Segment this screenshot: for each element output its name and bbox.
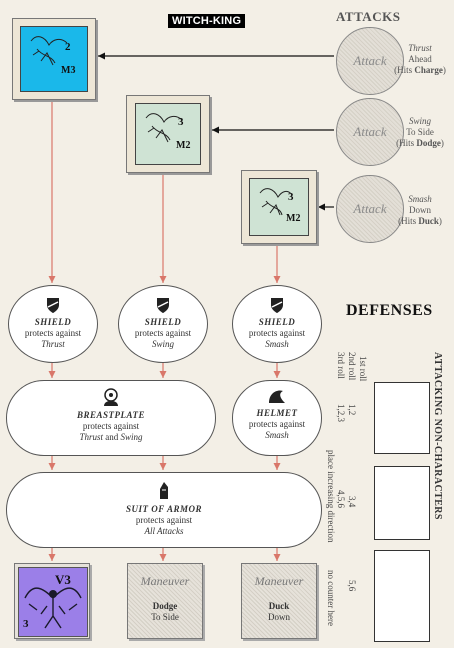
defenses-heading: DEFENSES [346, 302, 433, 319]
attacks-heading: ATTACKS [336, 9, 401, 24]
helmet[interactable]: HELMET protects against Smash [232, 380, 322, 456]
attack-swing[interactable]: Attack [336, 98, 404, 166]
counter-strength: 2 [65, 41, 71, 53]
side-note-2: no counter here [326, 570, 336, 626]
knight-helm-icon [160, 482, 168, 499]
attack-type: Swing [408, 116, 431, 126]
defense-name: SHIELD [34, 317, 72, 327]
defense-protects: protects against [135, 515, 193, 525]
attack-hits: (Hits Duck) [398, 216, 442, 226]
counter-move: M2 [286, 213, 301, 224]
side-row-2: 1,2,3 [336, 404, 346, 422]
witch-king-counter-3[interactable]: 3 M2 [241, 170, 317, 244]
defense-name: SUIT OF ARMOR [125, 504, 203, 514]
side-row-4: 4,5,6 [336, 490, 346, 508]
defense-target: All Attacks [144, 526, 184, 536]
bat-counter-face: V3 3 [18, 567, 88, 637]
attack-swing-description: Swing To Side (Hits Dodge) [388, 116, 452, 149]
attack-circle: Attack [336, 27, 404, 95]
side-box-3[interactable] [374, 550, 430, 642]
result-counter[interactable]: V3 3 [14, 563, 90, 639]
side-panel-title: ATTACKING NON-CHARACTERS [432, 352, 443, 520]
shield-icon [157, 298, 169, 313]
attack-thrust-description: Thrust Ahead (Hits Charge) [388, 43, 452, 76]
side-panel: ATTACKING NON-CHARACTERS 1st roll 2nd ro… [326, 330, 452, 648]
defense-name: SHIELD [144, 317, 182, 327]
counter-move: M2 [176, 140, 191, 151]
result-strength: V3 [55, 572, 71, 587]
helmet-icon [269, 390, 285, 403]
attack-thrust[interactable]: Attack [336, 27, 404, 95]
maneuver-label: Maneuver [254, 574, 304, 588]
attack-hits: (Hits Charge) [394, 65, 446, 75]
counter-strength: 3 [288, 191, 294, 203]
shield-thrust[interactable]: SHIELD protects against Thrust [8, 285, 98, 363]
shield-smash[interactable]: SHIELD protects against Smash [232, 285, 322, 363]
defense-protects: protects against [248, 328, 306, 338]
roll-label-2: 2nd roll [347, 352, 357, 381]
side-note-1: place increasing direction [326, 450, 336, 543]
attack-circle: Attack [336, 175, 404, 243]
counter-strength: 3 [178, 116, 184, 128]
shield-icon [271, 298, 283, 313]
attack-direction: Down [409, 205, 431, 215]
suit-of-armor[interactable]: SUIT OF ARMOR protects against All Attac… [6, 472, 322, 548]
side-row-3: 3,4 [347, 496, 357, 508]
defense-name: HELMET [256, 408, 298, 418]
shield-icon [47, 298, 59, 313]
defense-target: Swing [151, 339, 174, 349]
winged-rider-icon [259, 188, 293, 216]
defense-target: Thrust [41, 339, 65, 349]
winged-rider-icon [30, 36, 68, 66]
witch-king-counter-1[interactable]: 2 M3 [12, 18, 96, 100]
counter-move: M3 [61, 65, 76, 76]
breastplate-icon [104, 388, 118, 406]
maneuver-label: Maneuver [140, 574, 190, 588]
side-box-1[interactable] [374, 382, 430, 454]
breastplate[interactable]: BREASTPLATE protects against Thrust and … [6, 380, 216, 456]
side-row-5: 5,6 [347, 580, 357, 592]
defense-name: BREASTPLATE [76, 410, 146, 420]
defense-protects: protects against [82, 421, 140, 431]
defense-target: Thrust and Swing [79, 432, 143, 442]
counter-face: 3 M2 [249, 178, 309, 236]
defense-protects: protects against [248, 419, 306, 429]
defense-protects: protects against [134, 328, 192, 338]
defense-target: Smash [265, 430, 289, 440]
defense-name: SHIELD [258, 317, 296, 327]
attack-type: Smash [408, 194, 432, 204]
attack-direction: Ahead [408, 54, 432, 64]
attack-circle: Attack [336, 98, 404, 166]
defense-target: Smash [265, 339, 289, 349]
result-number: 3 [23, 618, 29, 630]
witch-king-counter-2[interactable]: 3 M2 [126, 95, 210, 173]
side-box-2[interactable] [374, 466, 430, 540]
defense-protects: protects against [24, 328, 82, 338]
attack-direction: To Side [406, 127, 434, 137]
roll-label-3: 3rd roll [336, 352, 346, 379]
roll-label-1: 1st roll [358, 356, 368, 382]
counter-face: 3 M2 [135, 103, 201, 165]
attack-smash[interactable]: Attack [336, 175, 404, 243]
page-title: WITCH-KING [168, 14, 246, 28]
shield-swing[interactable]: SHIELD protects against Swing [118, 285, 208, 363]
attack-smash-description: Smash Down (Hits Duck) [388, 194, 452, 227]
counter-face: 2 M3 [20, 26, 88, 92]
bat-creature-icon [24, 587, 82, 629]
attack-hits: (Hits Dodge) [396, 138, 444, 148]
attack-type: Thrust [408, 43, 432, 53]
winged-rider-icon [145, 113, 183, 143]
side-row-1: 1,2 [347, 404, 357, 416]
